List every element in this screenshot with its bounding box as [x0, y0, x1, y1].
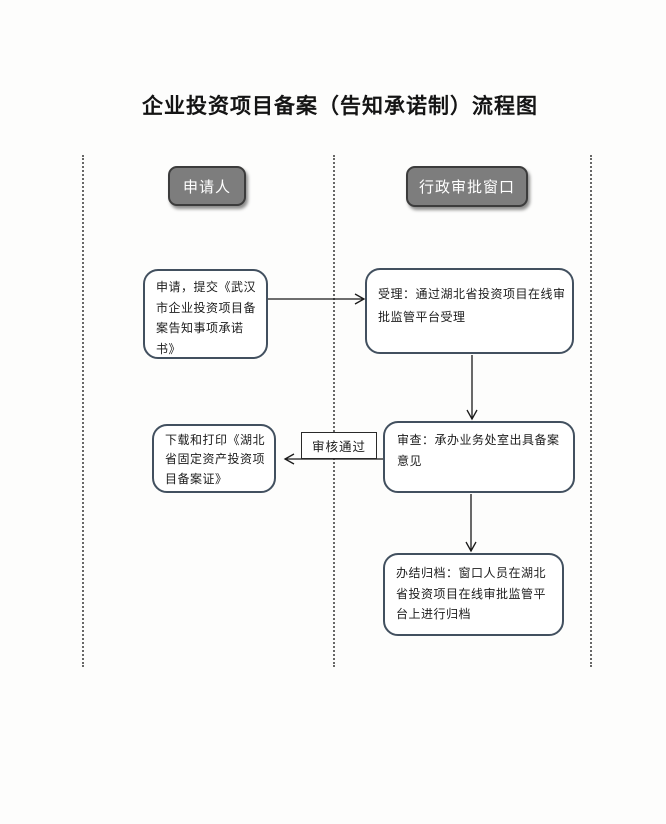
arrow-accept-to-review: [466, 355, 478, 421]
lane-divider-left: [82, 155, 84, 667]
lane-header-applicant: 申请人: [168, 166, 246, 206]
edge-label-approval-passed-text: 审核通过: [311, 440, 366, 454]
flow-node-apply: 申请，提交《武汉市企业投资项目备案告知事项承诺书》: [143, 269, 268, 359]
arrow-review-to-archive: [465, 494, 477, 553]
flow-node-download-print-text: 下载和打印《湖北省固定资产投资项目备案证》: [165, 433, 266, 486]
flow-node-archive: 办结归档：窗口人员在湖北省投资项目在线审批监管平台上进行归档: [383, 553, 564, 636]
page-title: 企业投资项目备案（告知承诺制）流程图: [142, 94, 538, 118]
lane-header-applicant-label: 申请人: [182, 179, 231, 196]
flow-node-accept: 受理：通过湖北省投资项目在线审批监管平台受理: [365, 268, 574, 354]
lane-divider-middle: [333, 155, 335, 667]
flow-node-review: 审查：承办业务处室出具备案意见: [383, 421, 575, 493]
lane-divider-right: [590, 155, 592, 667]
flow-node-accept-text: 受理：通过湖北省投资项目在线审批监管平台受理: [378, 287, 566, 324]
flow-node-review-text: 审查：承办业务处室出具备案意见: [397, 433, 560, 468]
flow-node-apply-text: 申请，提交《武汉市企业投资项目备案告知事项承诺书》: [156, 280, 257, 356]
lane-header-approval-window-label: 行政审批窗口: [418, 180, 515, 196]
edge-label-approval-passed: 审核通过: [301, 432, 377, 459]
lane-header-approval-window: 行政审批窗口: [406, 166, 528, 207]
flow-node-archive-text: 办结归档：窗口人员在湖北省投资项目在线审批监管平台上进行归档: [396, 566, 547, 622]
flow-node-download-print: 下载和打印《湖北省固定资产投资项目备案证》: [152, 424, 276, 493]
arrow-apply-to-accept: [268, 293, 366, 305]
